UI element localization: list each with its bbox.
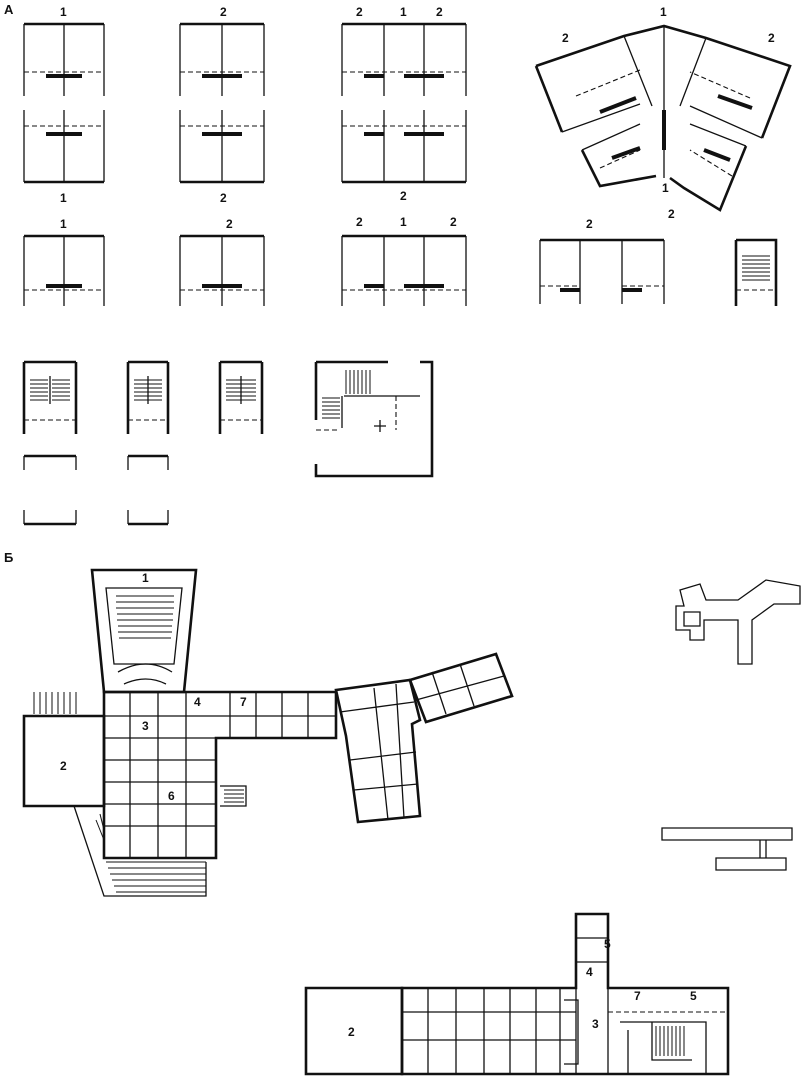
label: 1 <box>60 5 67 19</box>
label: 1 <box>662 181 669 195</box>
label: 1 <box>142 571 149 585</box>
label: 5 <box>690 989 697 1003</box>
label: 2 <box>356 5 363 19</box>
section-label-b: Б <box>4 550 13 565</box>
key-plan-1 <box>675 579 801 665</box>
unit-r1c1-top: 1 <box>23 5 105 96</box>
stair-core-large <box>314 360 434 478</box>
label: 5 <box>604 937 611 951</box>
stair-core-1 <box>22 360 78 434</box>
unit-r2c2-bottom: 2 <box>179 110 265 205</box>
label: 6 <box>168 789 175 803</box>
stair-core-3 <box>218 360 264 434</box>
key-plan-2 <box>661 827 793 871</box>
label: 2 <box>226 217 233 231</box>
stair-core-2 <box>126 360 170 434</box>
label: 4 <box>586 965 593 979</box>
label: 2 <box>586 217 593 231</box>
label: 2 <box>668 207 675 221</box>
unit-r2c3-bottom: 2 <box>341 110 467 203</box>
label: 2 <box>768 31 775 45</box>
unit-r3c2: 2 <box>179 217 265 306</box>
unit-r3c3: 2 1 2 <box>341 215 467 306</box>
label: 2 <box>436 5 443 19</box>
section-label-a: А <box>4 2 14 17</box>
label: 3 <box>592 1017 599 1031</box>
stair-unit-small <box>734 238 778 306</box>
label: 7 <box>634 989 641 1003</box>
label: 1 <box>660 5 667 19</box>
open-unit-2 <box>127 454 169 526</box>
unit-r1c2-top: 2 <box>179 5 265 96</box>
label: 3 <box>142 719 149 733</box>
unit-r3c1: 1 <box>23 217 105 306</box>
building-plan-1: 1 2 3 4 7 6 <box>22 568 514 897</box>
label: 2 <box>450 215 457 229</box>
label: 2 <box>220 5 227 19</box>
label: 2 <box>60 759 67 773</box>
label: 7 <box>240 695 247 709</box>
label: 2 <box>562 31 569 45</box>
label: 2 <box>356 215 363 229</box>
label: 2 <box>220 191 227 205</box>
label: 1 <box>400 5 407 19</box>
label: 1 <box>60 191 67 205</box>
open-unit-1 <box>23 454 77 526</box>
label: 2 <box>348 1025 355 1039</box>
label: 1 <box>60 217 67 231</box>
building-plan-2: 2 5 4 3 7 5 <box>304 912 730 1076</box>
unit-r2c1-bottom: 1 <box>23 110 105 205</box>
y-shaped-block: 1 2 2 1 2 <box>534 5 792 221</box>
label: 2 <box>400 189 407 203</box>
unit-r3c4-split: 2 <box>539 217 665 304</box>
unit-r1c3-top: 2 1 2 <box>341 5 467 96</box>
label: 4 <box>194 695 201 709</box>
label: 1 <box>400 215 407 229</box>
